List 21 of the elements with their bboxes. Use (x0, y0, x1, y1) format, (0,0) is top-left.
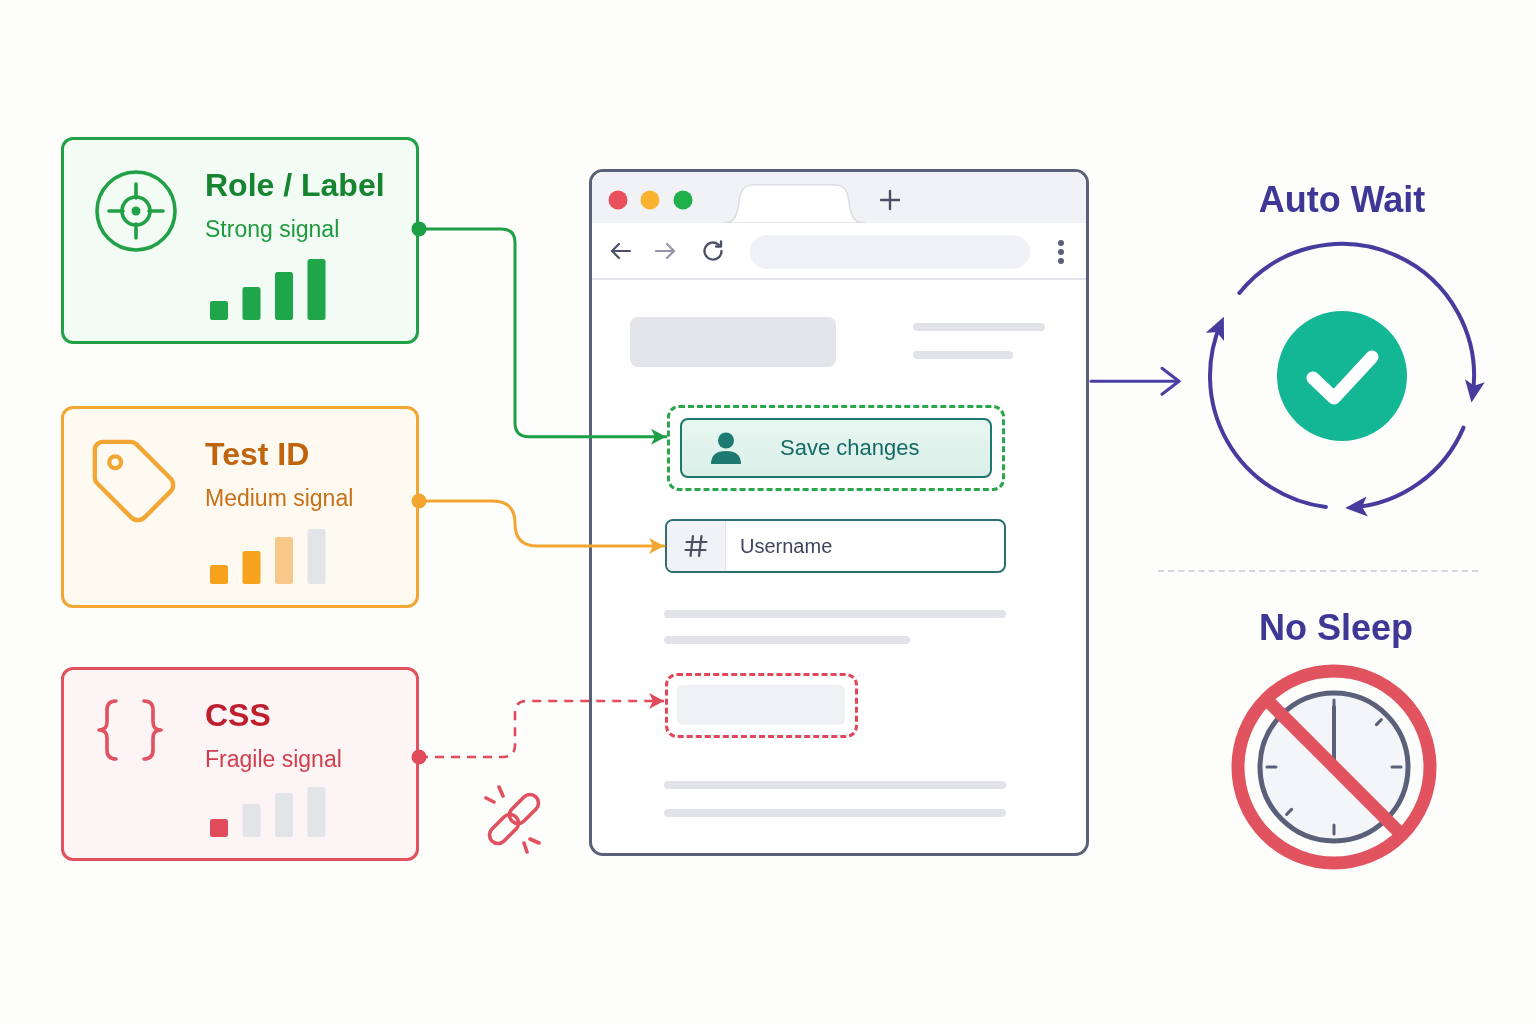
section-heading: Auto Wait (1258, 179, 1426, 221)
card-subtitle: Strong signal (205, 216, 340, 244)
locator-card (61, 137, 419, 344)
card-title: Role / Label (205, 167, 385, 204)
text-input-field: Username (665, 519, 1006, 573)
connector-arrow (411, 493, 666, 554)
connector-arrow (1089, 366, 1181, 396)
locator-card (61, 667, 419, 861)
locator-card (61, 406, 419, 608)
save-button: Save changes (680, 418, 992, 478)
card-subtitle: Medium signal (205, 485, 354, 513)
connector-arrow (411, 221, 668, 445)
connector-arrow (411, 692, 664, 765)
section-heading: No Sleep (1259, 607, 1413, 649)
card-title: Test ID (205, 436, 310, 473)
card-subtitle: Fragile signal (205, 746, 342, 774)
card-title: CSS (205, 697, 271, 734)
dashed-highlight-frame (665, 673, 858, 738)
placeholder-block (630, 317, 836, 367)
browser-window (589, 169, 1089, 856)
dashed-highlight-frame (667, 405, 1005, 491)
